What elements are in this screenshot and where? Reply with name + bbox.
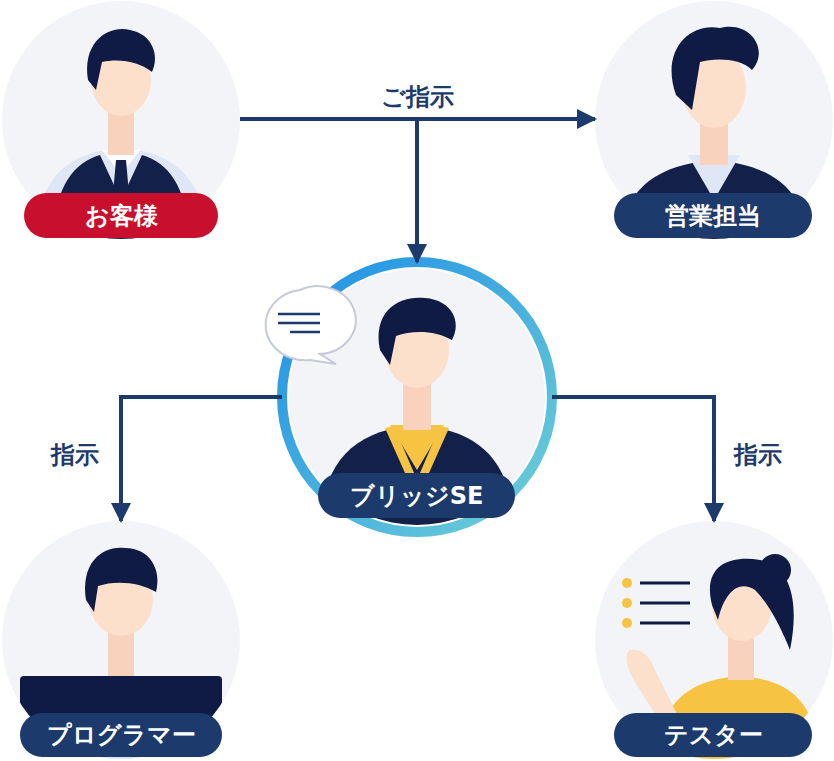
person-node: 営業担当 xyxy=(595,0,833,238)
person-node: テスター xyxy=(595,521,833,759)
edge-label: 指示 xyxy=(48,441,102,470)
person-node: お客様 xyxy=(2,0,240,238)
role-text: お客様 xyxy=(85,200,158,232)
speech-bubble xyxy=(266,286,356,364)
flow-arrow xyxy=(552,397,714,521)
role-text: ブリッジSE xyxy=(350,480,484,512)
role-text: プログラマー xyxy=(47,719,196,751)
role-label: 営業担当 xyxy=(614,193,812,238)
role-label: テスター xyxy=(614,713,812,757)
role-label: プログラマー xyxy=(20,713,222,757)
flow-arrow xyxy=(121,397,282,521)
role-label: ブリッジSE xyxy=(318,473,515,518)
edge-label: 指示 xyxy=(731,441,785,470)
flow-arrow xyxy=(240,119,417,262)
role-text: テスター xyxy=(664,719,763,751)
person-node: ブリッジSE xyxy=(282,262,552,532)
list-icon xyxy=(622,578,690,628)
edge-label: ご指示 xyxy=(378,83,457,112)
role-label: お客様 xyxy=(24,193,218,238)
role-text: 営業担当 xyxy=(665,200,761,232)
person-node: プログラマー xyxy=(2,521,240,759)
